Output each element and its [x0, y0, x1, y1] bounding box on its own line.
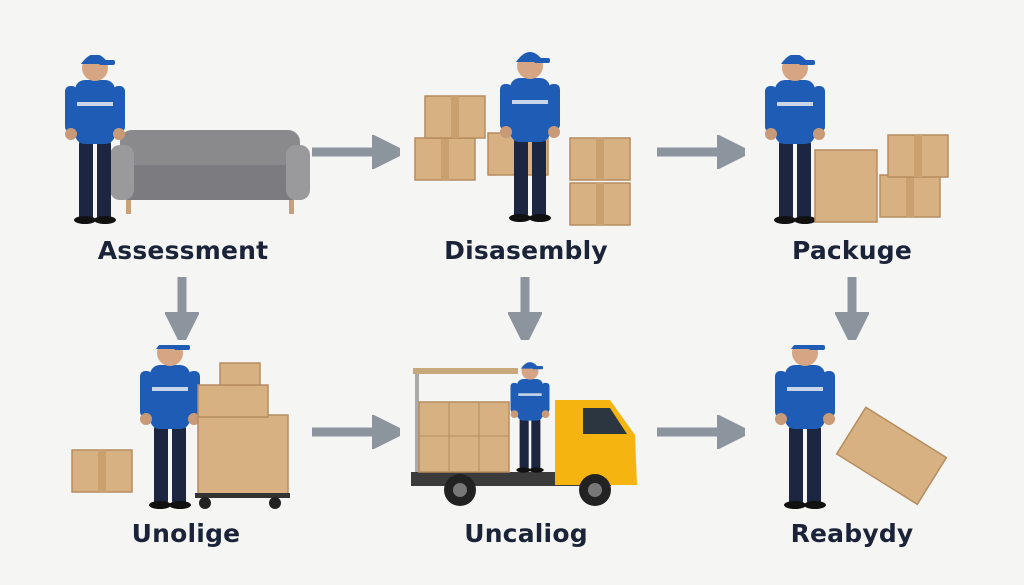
- arrow-down-3: [835, 277, 869, 340]
- step-label-disassembly: Disasembly: [444, 236, 608, 265]
- step-label-unload: Unolige: [131, 519, 241, 548]
- worker-figure: [775, 345, 835, 509]
- loading-illustration: [411, 362, 637, 506]
- step-label-loading: Uncaliog: [464, 519, 588, 548]
- package-illustration: [765, 55, 949, 224]
- arrow-down-1: [165, 277, 199, 340]
- worker-figure: [140, 345, 200, 509]
- step-label-package: Packuge: [791, 236, 913, 265]
- arrow-right-2: [657, 135, 745, 169]
- worker-figure: [500, 52, 560, 222]
- arrow-right-4: [657, 415, 745, 449]
- arrow-right-1: [312, 135, 400, 169]
- step-label-ready: Reabydy: [790, 519, 914, 548]
- worker-figure: [510, 362, 550, 473]
- ready-illustration: [775, 345, 948, 509]
- truck: [411, 368, 637, 506]
- arrow-right-3: [312, 415, 400, 449]
- hand-dolly: [195, 362, 290, 509]
- unload-illustration: [71, 345, 290, 509]
- step-label-assessment: Assessment: [97, 236, 269, 265]
- arrow-down-2: [508, 277, 542, 340]
- assessment-illustration: [65, 55, 310, 224]
- disassembly-illustration: [414, 52, 631, 226]
- sofa: [110, 130, 310, 214]
